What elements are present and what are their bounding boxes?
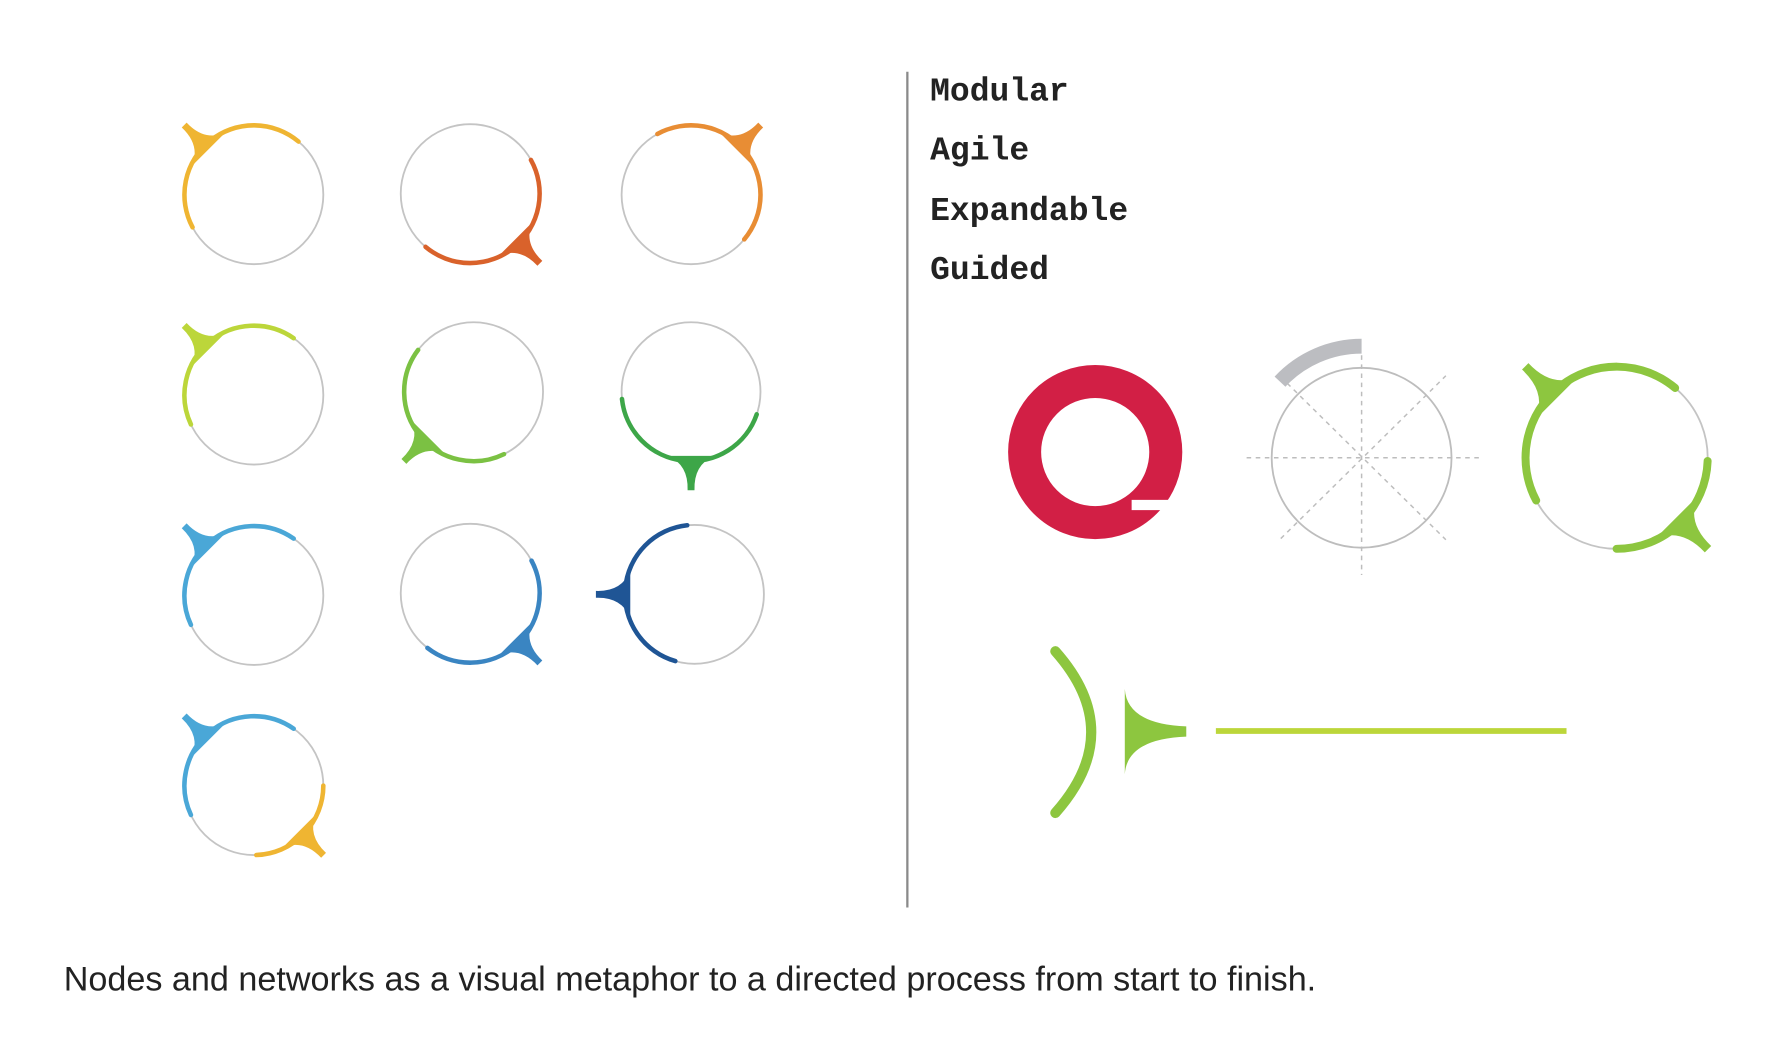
logo-notch xyxy=(1131,499,1180,511)
node-light-blue xyxy=(181,523,325,666)
node-dark-green xyxy=(619,321,762,491)
construction-grid-circle xyxy=(1246,338,1480,576)
node-yellow xyxy=(181,122,325,266)
arc-segment-part xyxy=(1050,646,1097,819)
spike-part xyxy=(1124,688,1187,775)
q-logo-mark xyxy=(1008,364,1183,540)
node-navy xyxy=(595,523,765,665)
node-green xyxy=(401,321,544,464)
node-spike xyxy=(181,122,226,166)
node-arc xyxy=(622,523,690,664)
logo-ring xyxy=(1008,364,1183,540)
node-spike xyxy=(1522,363,1579,420)
node-blue-yellow xyxy=(181,713,326,858)
node-arc xyxy=(619,396,759,464)
caption: Nodes and networks as a visual metaphor … xyxy=(64,961,1316,999)
node-spike xyxy=(499,222,543,266)
node-spike xyxy=(181,713,226,757)
node-spike xyxy=(719,122,764,166)
node-blue xyxy=(399,522,543,666)
node-spike xyxy=(667,455,715,491)
node-component-parts xyxy=(1050,646,1567,819)
node-spike xyxy=(181,523,226,567)
node-spike xyxy=(401,420,445,464)
keyword-guided: Guided xyxy=(930,252,1049,289)
large-green-node xyxy=(1521,362,1712,553)
node-spike xyxy=(499,622,543,666)
keyword-expandable: Expandable xyxy=(930,193,1128,230)
node-large-green xyxy=(1521,362,1712,553)
keyword-list: Modular Agile Expandable Guided xyxy=(930,73,1128,289)
node-orange xyxy=(620,122,764,266)
node-spike xyxy=(282,814,326,858)
node-red-orange xyxy=(399,123,543,266)
grid-guide-line xyxy=(1280,375,1447,540)
node-variants-grid xyxy=(181,122,765,858)
node-spike xyxy=(595,570,631,618)
node-lime xyxy=(181,323,325,466)
guide-arc xyxy=(1274,338,1362,387)
grid-guide-line xyxy=(1280,376,1447,541)
keyword-modular: Modular xyxy=(930,73,1069,110)
node-spike xyxy=(181,323,226,367)
node-spike xyxy=(1654,495,1712,553)
keyword-agile: Agile xyxy=(930,132,1029,169)
